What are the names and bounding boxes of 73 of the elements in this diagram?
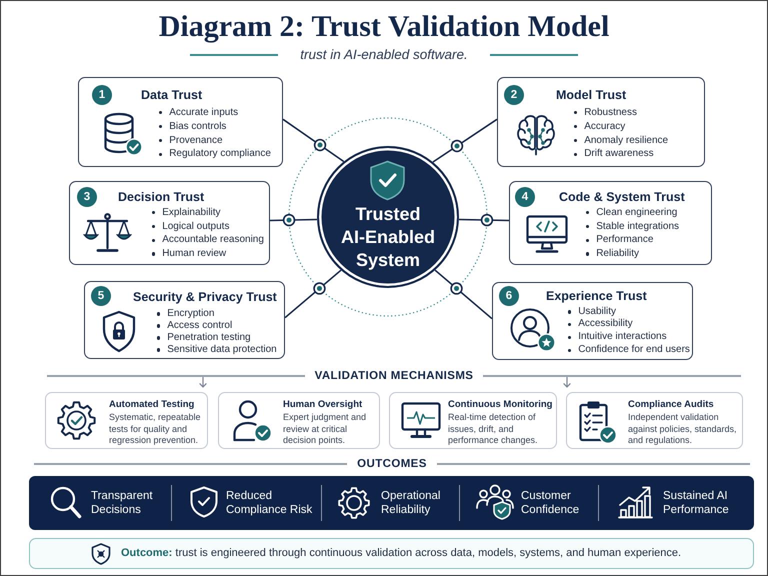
subtitle: trust in AI-enabled software. — [300, 47, 468, 63]
card-title: Security & Privacy Trust — [133, 290, 277, 304]
mechanism-card — [45, 392, 208, 449]
bullet-item: Access control — [157, 320, 232, 332]
step-number: 6 — [499, 286, 519, 306]
card-title: Model Trust — [556, 88, 626, 102]
bullet-item: Confidence for end users — [568, 344, 690, 356]
card-title: Code & System Trust — [559, 190, 685, 204]
trust-card — [497, 77, 705, 167]
card-title: Compliance Audits — [628, 399, 714, 411]
mechanism-card — [389, 392, 557, 449]
step-number: 5 — [91, 286, 111, 306]
bullet-item: Intuitive interactions — [568, 331, 667, 344]
bullet-item: Accurate inputs — [159, 106, 238, 120]
hub-title: Trusted AI-Enabled System — [340, 203, 436, 272]
bullet-item: Reliability — [586, 247, 639, 261]
bullet-item: Performance — [586, 233, 654, 248]
connector-line — [432, 118, 498, 163]
card-title: Continuous Monitoring — [448, 399, 552, 411]
note-text: Outcome: trust is engineered through continuous validation across data, models, systems, and human experience. — [121, 546, 682, 560]
trust-card — [78, 77, 283, 167]
outcome-note — [29, 538, 754, 569]
bullet-item: Regulatory compliance — [159, 147, 271, 162]
trust-card — [509, 181, 712, 265]
card-description: Systematic, repeatable tests for quality and regression prevention. — [109, 412, 202, 446]
card-title: Data Trust — [141, 88, 202, 102]
bullet-item: Human review — [152, 247, 226, 261]
connector-line — [434, 270, 493, 320]
step-number: 1 — [92, 85, 112, 105]
outcome-label: Transparent Decisions — [91, 489, 154, 517]
trust-card — [492, 282, 693, 360]
bullet-item: Bias controls — [159, 120, 226, 134]
card-title: Experience Trust — [546, 288, 647, 304]
trust-card — [84, 281, 285, 359]
step-number: 2 — [504, 85, 524, 105]
trust-card — [69, 181, 270, 265]
connector-line — [458, 218, 510, 222]
bullet-item: Stable integrations — [586, 220, 680, 234]
section-heading: OUTCOMES — [357, 457, 427, 471]
bullet-item: Accuracy — [574, 120, 626, 134]
card-title: Human Oversight — [283, 399, 362, 411]
bullet-item: Encryption — [157, 308, 214, 320]
bullet-item: Robustness — [574, 106, 637, 120]
card-title: Decision Trust — [118, 190, 204, 204]
bullet-item: Sensitive data protection — [157, 344, 277, 356]
bullet-item: Provenance — [159, 134, 223, 148]
diagram-title: Diagram 2: Trust Validation Model — [158, 10, 610, 44]
bullet-item: Penetration testing — [157, 332, 251, 344]
card-title: Automated Testing — [109, 399, 194, 411]
connector-line — [284, 270, 342, 318]
bullet-item: Clean engineering — [586, 206, 678, 220]
mechanism-card — [566, 392, 743, 449]
outcomes-band — [29, 476, 754, 530]
step-number: 4 — [515, 187, 535, 207]
mechanism-card — [218, 392, 380, 449]
outcome-label: Sustained AI Performance — [663, 489, 730, 517]
card-description: Independent validation against policies, standards, and regulations. — [628, 412, 738, 446]
bullet-item: Explainability — [152, 206, 221, 220]
outcome-label: Reduced Compliance Risk — [226, 489, 314, 517]
bullet-item: Accountable reasoning — [152, 233, 264, 248]
connector-line — [282, 118, 344, 162]
bullet-item: Drift awareness — [574, 147, 654, 162]
connector-line — [270, 218, 318, 222]
bullet-item: Usability — [568, 306, 616, 318]
bullet-item: Anomaly resilience — [574, 134, 668, 148]
bullet-item: Logical outputs — [152, 220, 230, 234]
card-description: Expert judgment and review at critical decision points. — [283, 412, 368, 446]
step-number: 3 — [77, 187, 97, 207]
section-heading: VALIDATION MECHANISMS — [314, 369, 474, 383]
bullet-item: Accessibility — [568, 318, 633, 332]
outcome-label: Operational Reliability — [381, 489, 442, 517]
outcome-label: Customer Confidence — [521, 489, 580, 517]
card-description: Real-time detection of issues, drift, and performance changes. — [448, 412, 539, 446]
